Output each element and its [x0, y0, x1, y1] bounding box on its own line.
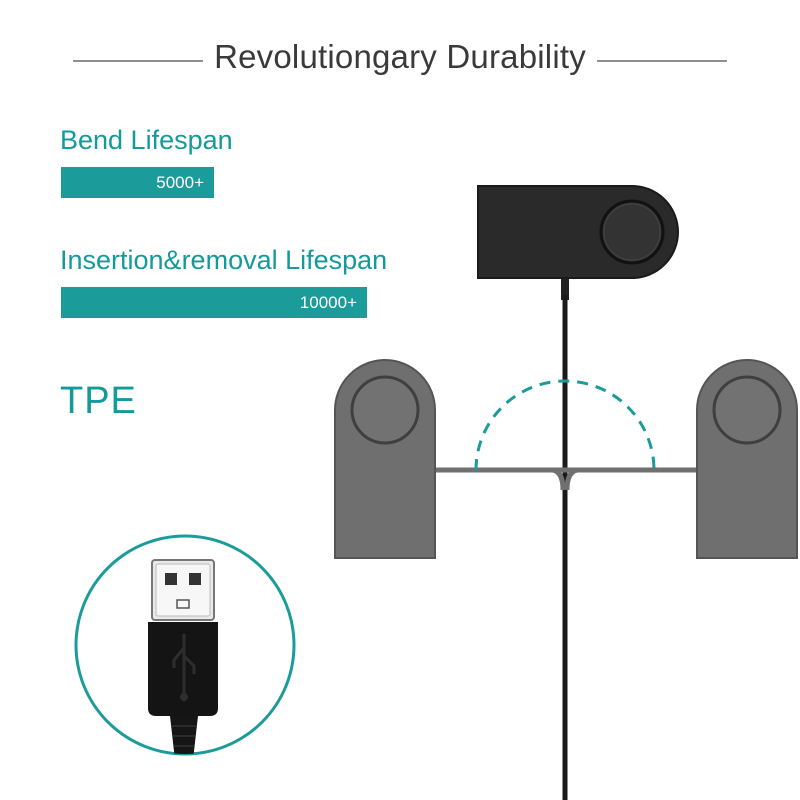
bend-lifespan-bar: 5000+ [61, 167, 214, 198]
usb-plug-icon [74, 534, 296, 756]
material-label: TPE [60, 380, 137, 422]
bend-lifespan-label: Bend Lifespan [60, 125, 233, 155]
bent-dock-right-icon [696, 359, 798, 559]
page-title: Revolutiongary Durability [214, 38, 586, 75]
title-row: Revolutiongary Durability [0, 34, 800, 86]
insertion-lifespan-label: Insertion&removal Lifespan [60, 245, 388, 275]
insertion-lifespan-value: 10000+ [299, 293, 357, 312]
bend-lifespan-value: 5000+ [156, 173, 204, 192]
charging-dock-icon [477, 185, 679, 279]
title-divider-right [597, 60, 727, 62]
title-divider-left [73, 60, 203, 62]
insertion-lifespan-bar: 10000+ [61, 287, 367, 318]
bend-angle-arc-icon [474, 379, 656, 471]
charging-cable [435, 270, 700, 800]
bent-dock-left-icon [334, 359, 436, 559]
